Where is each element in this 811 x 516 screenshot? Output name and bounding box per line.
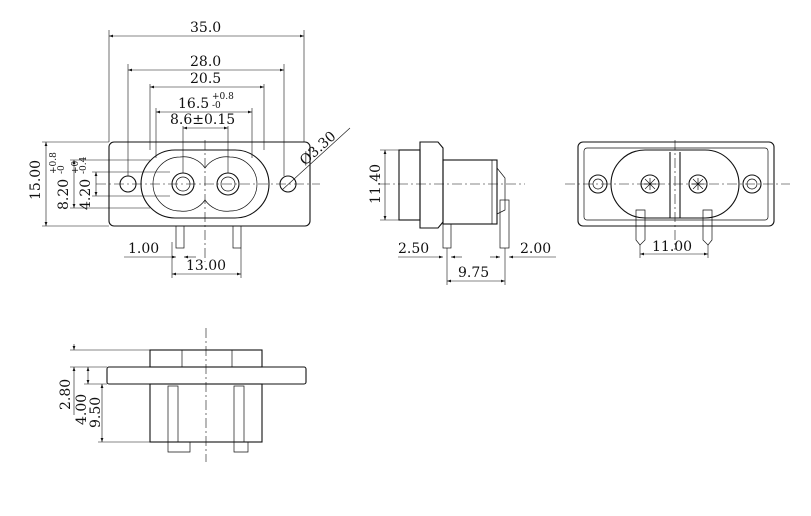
label-165-tol-low: -0 [212, 101, 221, 111]
label-11: 11.00 [652, 239, 692, 255]
rear-lead-left [635, 209, 646, 246]
front-view: 35.0 28.0 20.5 16.5 +0.8 -0 8.6±0.15 Ø3.… [28, 20, 351, 278]
side-lead-right [499, 199, 510, 249]
side-body-rear [442, 159, 498, 225]
label-2: 2.00 [520, 241, 551, 257]
front-socket-body [140, 149, 270, 219]
label-1: 1.00 [128, 241, 159, 257]
side-flange [419, 141, 444, 229]
rear-body [610, 149, 740, 219]
label-82-tol-high: +0.8 [49, 152, 59, 174]
side-body-front [398, 149, 421, 221]
front-lead-left [175, 225, 185, 249]
bottom-slot-right [233, 385, 245, 443]
label-82: 8.20 [56, 179, 72, 210]
label-165: 16.5 [178, 96, 209, 112]
label-165-tol-high: +0.8 [212, 92, 234, 102]
bottom-slot-left [167, 385, 179, 443]
label-114: 11.40 [368, 164, 384, 204]
label-42-tol-high: +0 [71, 160, 81, 174]
rear-lead-right [702, 209, 713, 246]
front-socket-cavity [152, 156, 258, 212]
side-view: 11.40 2.50 2.00 9.75 [368, 141, 556, 285]
label-950: 9.50 [88, 397, 104, 428]
label-42: 4.20 [78, 179, 94, 210]
label-hole-dia: Ø3.30 [297, 129, 339, 169]
leader-hole [281, 127, 351, 191]
side-rear-tab [496, 167, 506, 215]
label-42-tol-low: -0.4 [79, 156, 89, 174]
label-400: 4.00 [74, 394, 90, 425]
label-975: 9.75 [458, 265, 489, 281]
rear-pin-right [688, 174, 708, 194]
bottom-leads [167, 442, 249, 453]
label-280: 2.80 [58, 379, 74, 410]
label-86: 8.6±0.15 [170, 112, 235, 128]
front-lead-right [232, 225, 242, 249]
label-25: 2.50 [398, 241, 429, 257]
rear-view: 11.00 [565, 140, 790, 258]
label-15: 15.00 [28, 160, 44, 200]
bottom-view: 2.80 4.00 9.50 [58, 328, 307, 462]
bottom-flange [106, 366, 307, 385]
label-13: 13.00 [186, 258, 226, 274]
label-82-tol-low: -0 [57, 165, 67, 174]
side-lead-left [442, 223, 452, 249]
rear-hole-right [742, 174, 762, 194]
label-28: 28.0 [190, 54, 221, 70]
label-205: 20.5 [190, 71, 221, 87]
label-35: 35.0 [190, 20, 221, 36]
